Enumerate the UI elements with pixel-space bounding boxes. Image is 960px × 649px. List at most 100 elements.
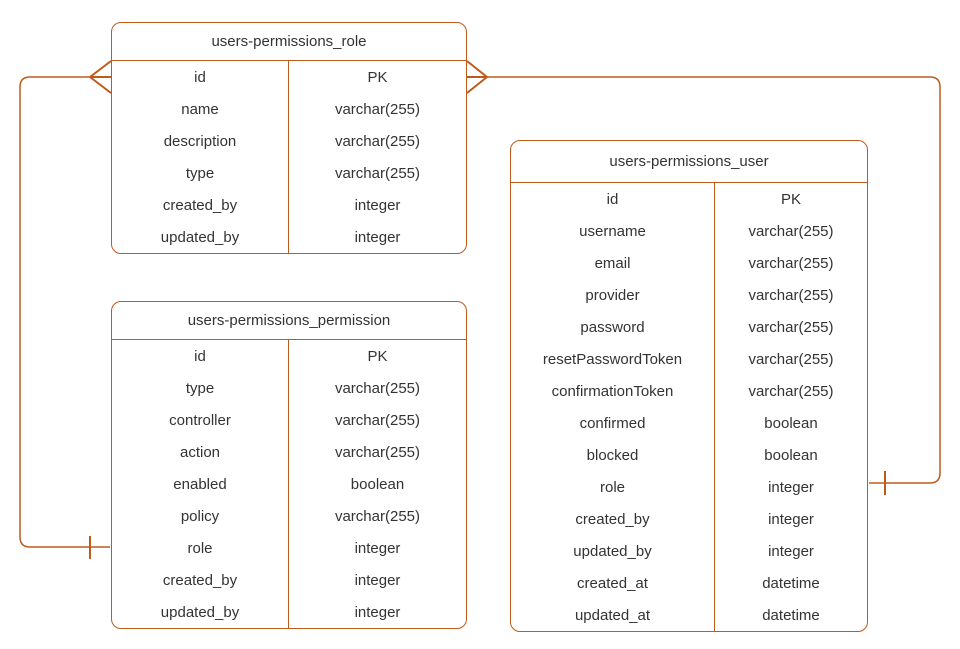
field-type: integer bbox=[354, 196, 401, 214]
field-name: confirmationToken bbox=[511, 375, 715, 407]
field-row: role integer bbox=[112, 532, 466, 564]
field-name: resetPasswordToken bbox=[511, 343, 715, 375]
field-type: varchar(255) bbox=[334, 164, 421, 182]
field-type: varchar(255) bbox=[748, 350, 834, 368]
field-name: enabled bbox=[112, 468, 289, 500]
field-name: policy bbox=[112, 500, 289, 532]
field-row: action varchar(255) bbox=[112, 436, 466, 468]
field-name: provider bbox=[511, 279, 715, 311]
field-row: created_by integer bbox=[511, 503, 867, 535]
field-name: id bbox=[511, 183, 715, 215]
field-name: created_by bbox=[112, 189, 289, 221]
field-name: updated_by bbox=[112, 596, 289, 628]
field-type: varchar(255) bbox=[334, 507, 421, 525]
table-rows: id PK name varchar(255) description varc… bbox=[112, 61, 466, 253]
field-row: id PK bbox=[511, 183, 867, 215]
field-type: boolean bbox=[350, 475, 405, 493]
field-type: integer bbox=[354, 571, 401, 589]
field-row: enabled boolean bbox=[112, 468, 466, 500]
field-type: boolean bbox=[764, 446, 818, 464]
table-rows: id PK type varchar(255) controller varch… bbox=[112, 340, 466, 628]
crow-foot-many-icon bbox=[89, 60, 112, 94]
field-row: updated_at datetime bbox=[511, 599, 867, 631]
field-row: created_by integer bbox=[112, 189, 466, 221]
field-row: type varchar(255) bbox=[112, 157, 466, 189]
table-users-permissions-role: users-permissions_role id PK name varcha… bbox=[111, 22, 467, 254]
field-type: datetime bbox=[762, 606, 820, 624]
field-type: varchar(255) bbox=[334, 132, 421, 150]
crow-foot-many-icon bbox=[466, 60, 488, 94]
field-row: id PK bbox=[112, 340, 466, 372]
field-type: varchar(255) bbox=[748, 286, 834, 304]
field-type: integer bbox=[768, 510, 814, 528]
field-row: type varchar(255) bbox=[112, 372, 466, 404]
field-type: PK bbox=[367, 347, 388, 365]
field-name: username bbox=[511, 215, 715, 247]
field-type: varchar(255) bbox=[334, 443, 421, 461]
field-row: role integer bbox=[511, 471, 867, 503]
field-type: integer bbox=[354, 228, 401, 246]
field-name: id bbox=[112, 340, 289, 372]
field-type: varchar(255) bbox=[334, 379, 421, 397]
field-row: provider varchar(255) bbox=[511, 279, 867, 311]
table-title: users-permissions_user bbox=[511, 141, 867, 183]
field-type: integer bbox=[768, 542, 814, 560]
field-type: PK bbox=[780, 190, 801, 208]
field-row: confirmed boolean bbox=[511, 407, 867, 439]
field-name: blocked bbox=[511, 439, 715, 471]
field-type: varchar(255) bbox=[748, 382, 834, 400]
field-name: role bbox=[511, 471, 715, 503]
field-row: created_at datetime bbox=[511, 567, 867, 599]
field-row: username varchar(255) bbox=[511, 215, 867, 247]
field-row: name varchar(255) bbox=[112, 93, 466, 125]
field-row: description varchar(255) bbox=[112, 125, 466, 157]
field-type: PK bbox=[367, 68, 388, 86]
field-type: varchar(255) bbox=[334, 100, 421, 118]
field-name: controller bbox=[112, 404, 289, 436]
field-name: email bbox=[511, 247, 715, 279]
field-row: password varchar(255) bbox=[511, 311, 867, 343]
field-row: email varchar(255) bbox=[511, 247, 867, 279]
field-name: updated_at bbox=[511, 599, 715, 631]
field-type: integer bbox=[768, 478, 814, 496]
field-name: id bbox=[112, 61, 289, 93]
table-users-permissions-user: users-permissions_user id PK username va… bbox=[510, 140, 868, 632]
field-name: password bbox=[511, 311, 715, 343]
field-row: resetPasswordToken varchar(255) bbox=[511, 343, 867, 375]
relationship-role-permission-line bbox=[19, 76, 110, 548]
field-row: updated_by integer bbox=[511, 535, 867, 567]
field-name: created_by bbox=[112, 564, 289, 596]
field-type: varchar(255) bbox=[748, 254, 834, 272]
field-row: updated_by integer bbox=[112, 596, 466, 628]
table-title: users-permissions_role bbox=[112, 23, 466, 61]
field-row: blocked boolean bbox=[511, 439, 867, 471]
relationship-role-permission bbox=[19, 60, 112, 559]
field-name: name bbox=[112, 93, 289, 125]
field-type: varchar(255) bbox=[334, 411, 421, 429]
field-row: controller varchar(255) bbox=[112, 404, 466, 436]
field-row: id PK bbox=[112, 61, 466, 93]
field-type: datetime bbox=[762, 574, 820, 592]
field-name: type bbox=[112, 157, 289, 189]
field-type: varchar(255) bbox=[748, 222, 834, 240]
field-row: created_by integer bbox=[112, 564, 466, 596]
field-row: confirmationToken varchar(255) bbox=[511, 375, 867, 407]
field-name: created_by bbox=[511, 503, 715, 535]
field-type: boolean bbox=[764, 414, 818, 432]
field-name: description bbox=[112, 125, 289, 157]
field-type: integer bbox=[354, 603, 401, 621]
field-type: varchar(255) bbox=[748, 318, 834, 336]
table-users-permissions-permission: users-permissions_permission id PK type … bbox=[111, 301, 467, 629]
field-row: policy varchar(255) bbox=[112, 500, 466, 532]
field-type: integer bbox=[354, 539, 401, 557]
field-name: action bbox=[112, 436, 289, 468]
field-name: updated_by bbox=[511, 535, 715, 567]
field-name: confirmed bbox=[511, 407, 715, 439]
field-name: type bbox=[112, 372, 289, 404]
table-rows: id PK username varchar(255) email varcha… bbox=[511, 183, 867, 631]
field-name: created_at bbox=[511, 567, 715, 599]
field-row: updated_by integer bbox=[112, 221, 466, 253]
field-name: role bbox=[112, 532, 289, 564]
field-name: updated_by bbox=[112, 221, 289, 253]
